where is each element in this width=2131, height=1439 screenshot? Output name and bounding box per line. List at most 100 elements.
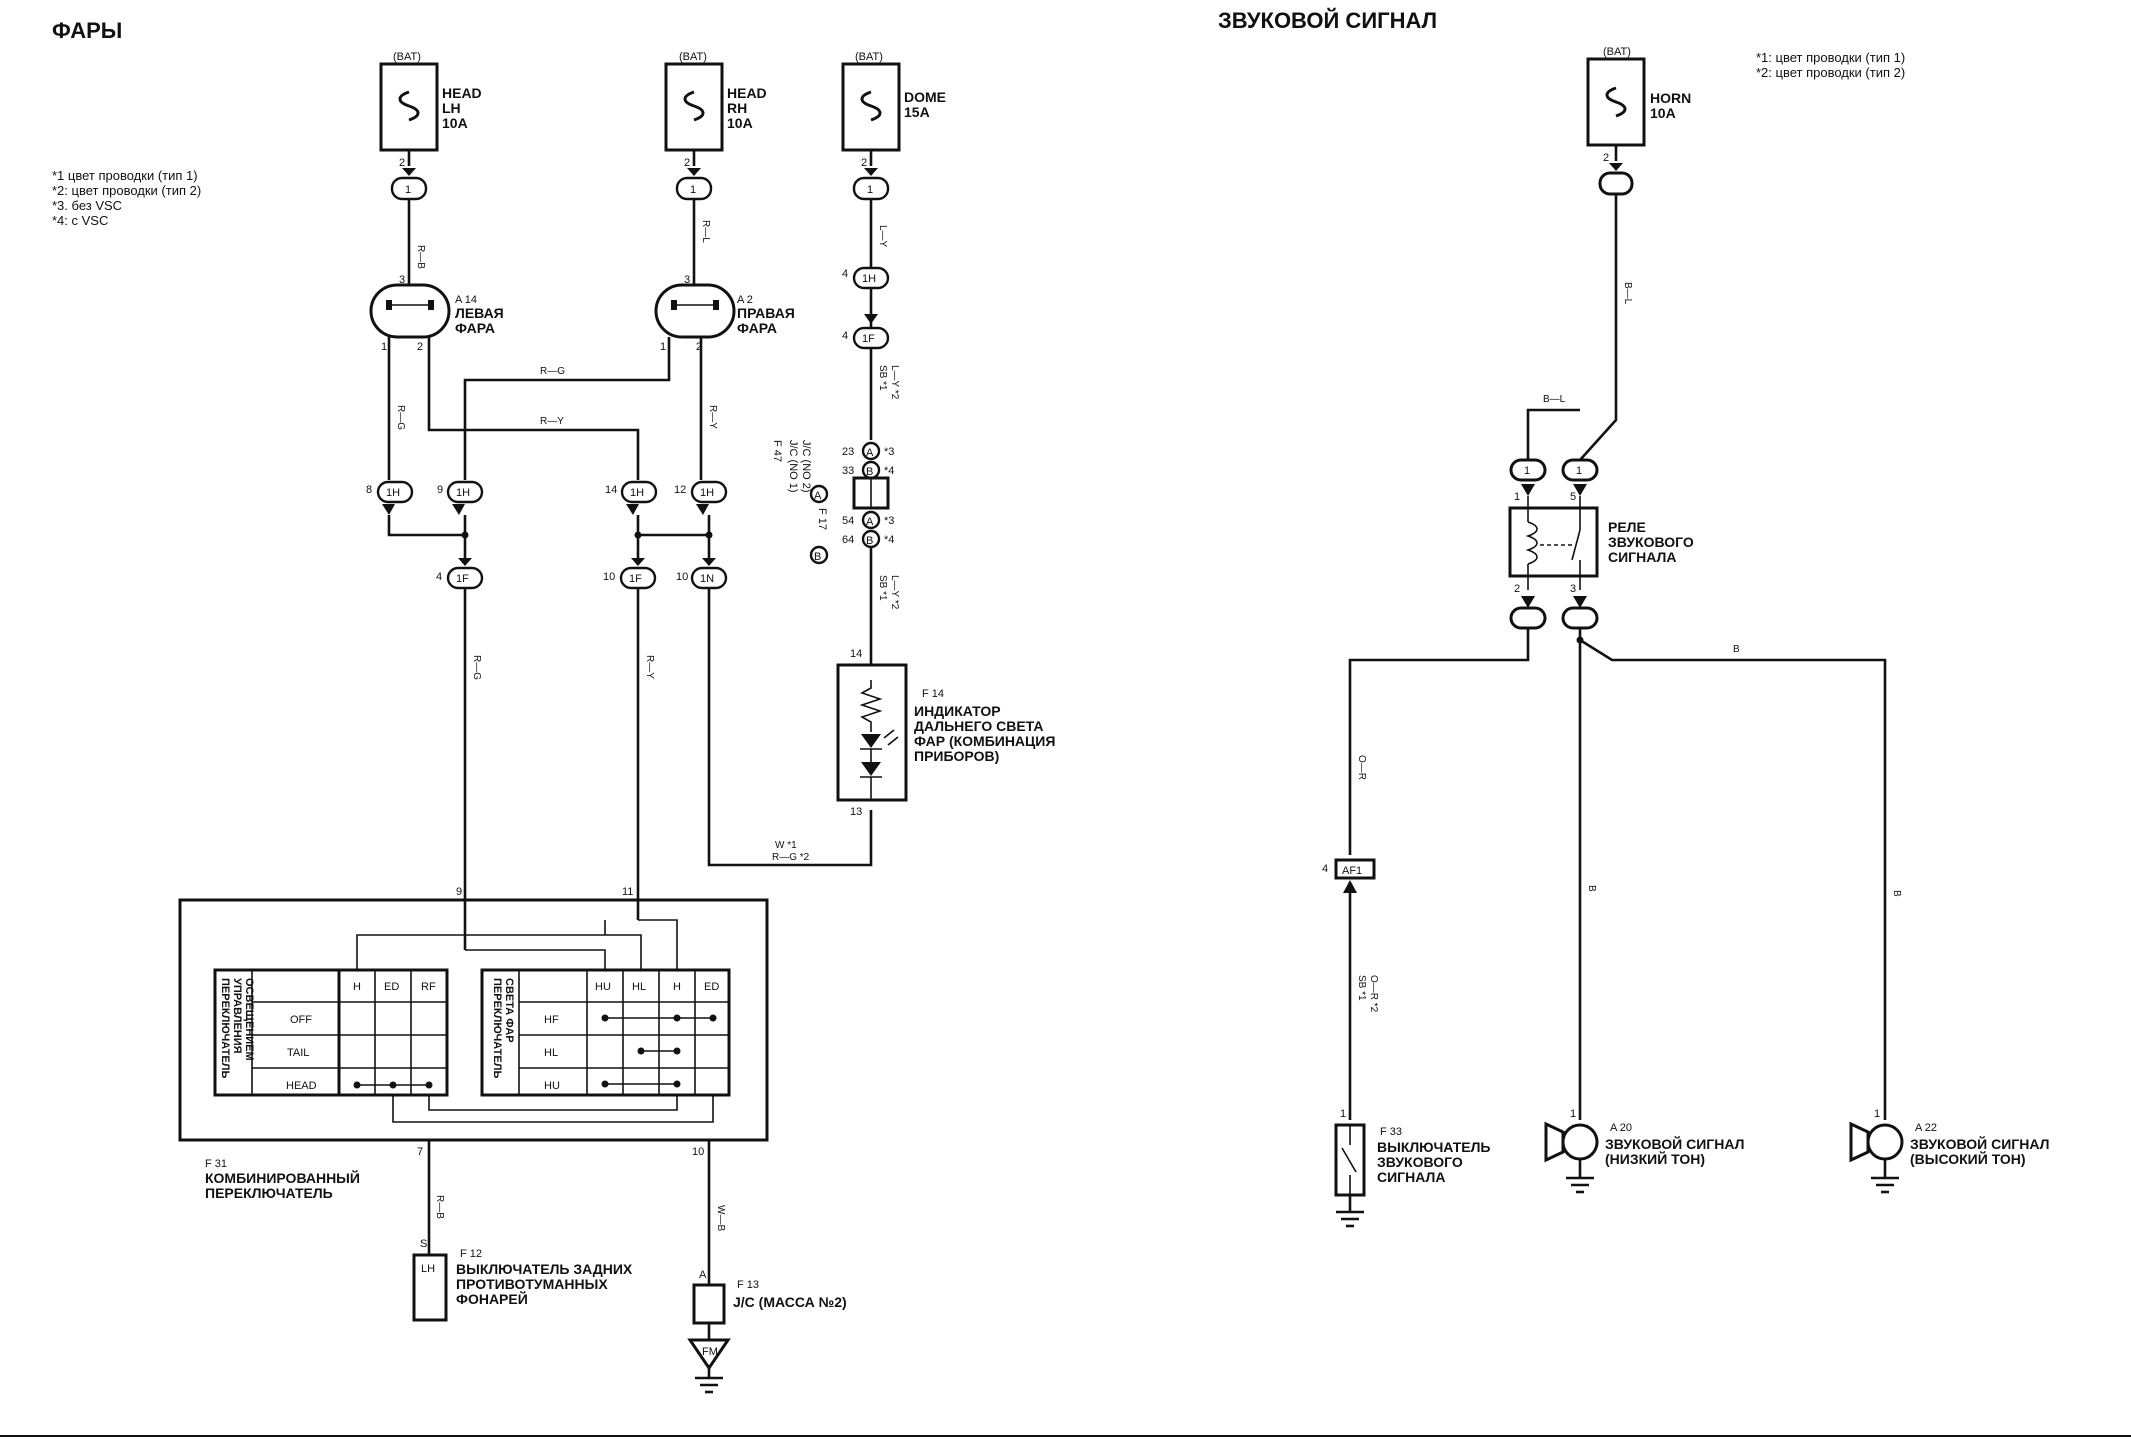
connector-1f: 4 1F (436, 558, 484, 590)
svg-text:1N: 1N (700, 573, 714, 585)
col-label: ED (384, 981, 399, 993)
component-name: ПРОТИВОТУМАННЫХ (456, 1276, 608, 1292)
component-name: ФАР (КОМБИНАЦИЯ (914, 733, 1055, 749)
svg-text:*4: *4 (884, 534, 894, 546)
horn-low-tone: 1 A 20 ЗВУКОВОЙ СИГНАЛ (НИЗКИЙ ТОН) (1544, 1108, 1744, 1194)
svg-text:4: 4 (436, 571, 442, 583)
fuse-amps: 15A (904, 104, 930, 120)
svg-text:2: 2 (696, 341, 702, 353)
component-code: F 14 (922, 688, 944, 700)
note-line: *2: цвет проводки (тип 2) (52, 183, 201, 198)
connector-1f: 10 1F (603, 558, 657, 590)
component-name: ВЫКЛЮЧАТЕЛЬ ЗАДНИХ (456, 1261, 633, 1277)
svg-text:S: S (420, 1238, 427, 1250)
component-name: (НИЗКИЙ ТОН) (1605, 1150, 1705, 1167)
svg-text:3: 3 (684, 274, 690, 286)
row-label: OFF (290, 1014, 312, 1026)
fuse-amps: 10A (442, 115, 468, 131)
connector-1h: 12 1H (674, 480, 728, 515)
component-name: ФОНАРЕЙ (456, 1290, 528, 1307)
fuse-label: LH (442, 100, 461, 116)
svg-text:3: 3 (1570, 583, 1576, 595)
component-name: ВЫКЛЮЧАТЕЛЬ (1377, 1139, 1490, 1155)
svg-text:2: 2 (1514, 583, 1520, 595)
component-name: ДАЛЬНЕГО СВЕТА (914, 718, 1043, 734)
component-name: ЗВУКОВОЙ СИГНАЛ (1910, 1135, 2049, 1152)
svg-text:9: 9 (437, 484, 443, 496)
component-name: ПЕРЕКЛЮЧАТЕЛЬ (205, 1185, 333, 1201)
connector-1h: 14 1H (605, 480, 658, 515)
svg-text:10: 10 (603, 571, 615, 583)
horn-relay: РЕЛЕ ЗВУКОВОГО СИГНАЛА (1508, 496, 1694, 590)
component-name: ФАРА (737, 320, 777, 336)
svg-text:1: 1 (690, 184, 696, 196)
light-control-switch: ПЕРЕКЛЮЧАТЕЛЬ УПРАВЛЕНИЯ ОСВЕЩЕНИЕМ H ED… (213, 968, 449, 1097)
svg-text:1H: 1H (456, 487, 470, 499)
note-line: *2: цвет проводки (тип 2) (1756, 65, 1905, 80)
col-label: RF (421, 981, 436, 993)
connector-1n: 10 1N (676, 558, 728, 590)
headlights-section: ФАРЫ *1 цвет проводки (тип 1) *2: цвет п… (52, 18, 1055, 1394)
fuse-horn: (BAT) HORN 10A (1586, 46, 1691, 161)
wire-label: B (1733, 644, 1740, 655)
svg-text:1: 1 (1570, 1108, 1576, 1120)
horn-high-tone: 1 A 22 ЗВУКОВОЙ СИГНАЛ (ВЫСОКИЙ ТОН) (1849, 1108, 2049, 1194)
wire-label: O—R (1356, 755, 1367, 780)
bat-label: (BAT) (1603, 46, 1631, 58)
bat-label: (BAT) (679, 51, 707, 63)
note-line: *1 цвет проводки (тип 1) (52, 168, 198, 183)
fuse-label: DOME (904, 89, 946, 105)
connector-relay (1509, 458, 1547, 482)
horn-section: ЗВУКОВОЙ СИГНАЛ *1: цвет проводки (тип 1… (1218, 8, 2049, 1228)
svg-text:1F: 1F (629, 573, 642, 585)
svg-text:1F: 1F (862, 333, 875, 345)
component-name: ИНДИКАТОР (914, 703, 1001, 719)
wire-label: SB *1 (877, 365, 888, 391)
svg-text:A: A (866, 516, 874, 528)
left-headlamp: 3 A 14 ЛЕВАЯ ФАРА 1 2 (369, 274, 504, 353)
component-name: КОМБИНИРОВАННЫЙ (205, 1169, 360, 1186)
row-label: HU (544, 1080, 560, 1092)
wire-label: B (1891, 890, 1902, 897)
switch-label: ПЕРЕКЛЮЧАТЕЛЬ (491, 978, 503, 1078)
svg-text:64: 64 (842, 534, 854, 546)
component-name: ЛЕВАЯ (455, 305, 504, 321)
connector-1h: 4 1H (842, 266, 890, 290)
ground-tag: FM (702, 1346, 718, 1358)
wire-label: R—Y (707, 405, 718, 429)
svg-text:*3: *3 (884, 446, 894, 458)
svg-text:2: 2 (861, 157, 867, 169)
svg-text:*4: *4 (884, 465, 894, 477)
svg-text:9: 9 (456, 886, 462, 898)
connector-horn-fuse: 2 (1598, 152, 1634, 196)
svg-text:10: 10 (676, 571, 688, 583)
dimmer-switch: ПЕРЕКЛЮЧАТЕЛЬ СВЕТА ФАР HU HL H ED HF HL… (480, 968, 731, 1097)
svg-text:13: 13 (850, 806, 862, 818)
note-line: *4: с VSC (52, 213, 108, 228)
fuse-amps: 10A (727, 115, 753, 131)
svg-text:4: 4 (1322, 863, 1328, 875)
fuse-label: HORN (1650, 90, 1691, 106)
jc-code: F 47 (771, 440, 783, 462)
connector-1h: 8 1H (366, 480, 414, 515)
col-label: HL (632, 981, 646, 993)
svg-text:1: 1 (867, 184, 873, 196)
component-name: ФАРА (455, 320, 495, 336)
component-code: F 33 (1380, 1126, 1402, 1138)
svg-text:1F: 1F (456, 573, 469, 585)
wire-label: R—L (700, 220, 711, 243)
wire-label: B—L (1622, 282, 1633, 305)
wire-label: R—G (540, 366, 565, 377)
svg-text:A: A (814, 490, 822, 502)
switch-label: ОСВЕЩЕНИЕМ (243, 978, 255, 1061)
wire-label: W *1 (775, 840, 797, 851)
connector-relay (1561, 606, 1599, 630)
component-name: (ВЫСОКИЙ ТОН) (1910, 1150, 2026, 1167)
svg-text:33: 33 (842, 465, 854, 477)
connector-1p: 4 1F (842, 326, 890, 350)
svg-text:*3: *3 (884, 515, 894, 527)
switch-label: УПРАВЛЕНИЯ (231, 978, 243, 1054)
row-label: TAIL (287, 1047, 309, 1059)
rear-fog-switch: LH F 12 ВЫКЛЮЧАТЕЛЬ ЗАДНИХ ПРОТИВОТУМАНН… (412, 1248, 633, 1322)
